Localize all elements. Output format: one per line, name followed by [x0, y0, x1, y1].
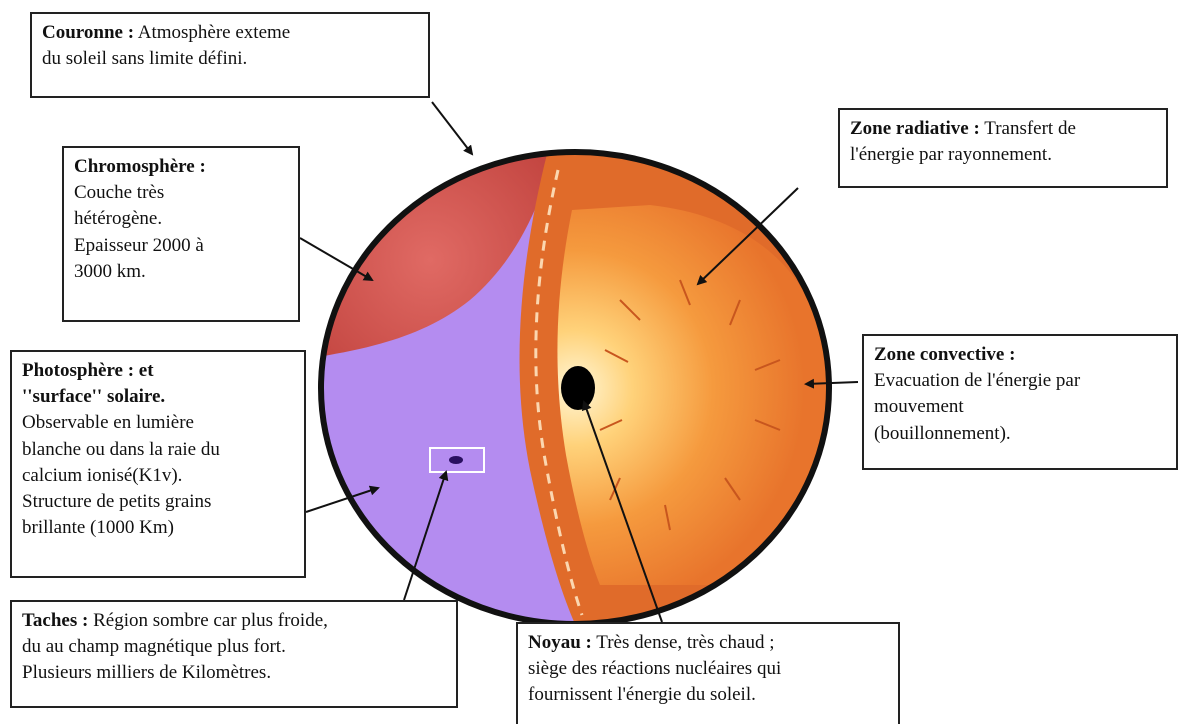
taches-label: Taches : Région sombre car plus froide, …: [10, 600, 458, 708]
chromosphere-title: Chromosphère :: [74, 156, 206, 177]
zone-radiative-label: Zone radiative : Transfert de l'énergie …: [838, 108, 1168, 188]
noyau-line: siège des réactions nucléaires qui: [528, 656, 888, 682]
zone-convective-line: Evacuation de l'énergie par: [874, 368, 1166, 394]
core: [561, 366, 595, 410]
taches-title: Taches :: [22, 610, 88, 631]
chromosphere-line: Epaisseur 2000 à: [74, 233, 288, 259]
photosphere-line: blanche ou dans la raie du: [22, 437, 294, 463]
couronne-text-2: du soleil sans limite défini.: [42, 46, 418, 72]
noyau-line: fournissent l'énergie du soleil.: [528, 682, 888, 708]
chromosphere-line: Couche très: [74, 180, 288, 206]
photosphere-label: Photosphère : et ''surface'' solaire. Ob…: [10, 350, 306, 578]
chromosphere-line: hétérogène.: [74, 206, 288, 232]
couronne-text: Atmosphère exteme: [138, 22, 290, 43]
photosphere-line: brillante (1000 Km): [22, 515, 294, 541]
photosphere-title-2: ''surface'' solaire.: [22, 386, 165, 407]
chromosphere-label: Chromosphère : Couche très hétérogène. E…: [62, 146, 300, 322]
zone-convective-line: (bouillonnement).: [874, 421, 1166, 447]
zone-convective-line: mouvement: [874, 394, 1166, 420]
photosphere-line: calcium ionisé(K1v).: [22, 463, 294, 489]
noyau-label: Noyau : Très dense, très chaud ; siège d…: [516, 622, 900, 724]
photosphere-title: Photosphère : et: [22, 360, 154, 381]
couronne-title: Couronne :: [42, 22, 134, 43]
couronne-label: Couronne : Atmosphère exteme du soleil s…: [30, 12, 430, 98]
taches-text: Région sombre car plus froide,: [93, 610, 328, 631]
sunspot: [449, 456, 463, 464]
noyau-title: Noyau :: [528, 632, 592, 653]
noyau-text: Très dense, très chaud ;: [596, 632, 774, 653]
chromosphere-line: 3000 km.: [74, 259, 288, 285]
zone-convective-label: Zone convective : Evacuation de l'énergi…: [862, 334, 1178, 470]
couronne-arrow: [432, 102, 472, 154]
photosphere-line: Observable en lumière: [22, 410, 294, 436]
zone-radiative-text-2: l'énergie par rayonnement.: [850, 142, 1156, 168]
taches-line: Plusieurs milliers de Kilomètres.: [22, 660, 446, 686]
zone-convective-title: Zone convective :: [874, 344, 1015, 365]
photosphere-line: Structure de petits grains: [22, 489, 294, 515]
taches-line: du au champ magnétique plus fort.: [22, 634, 446, 660]
zone-radiative-text: Transfert de: [984, 118, 1076, 139]
zone-radiative-title: Zone radiative :: [850, 118, 980, 139]
